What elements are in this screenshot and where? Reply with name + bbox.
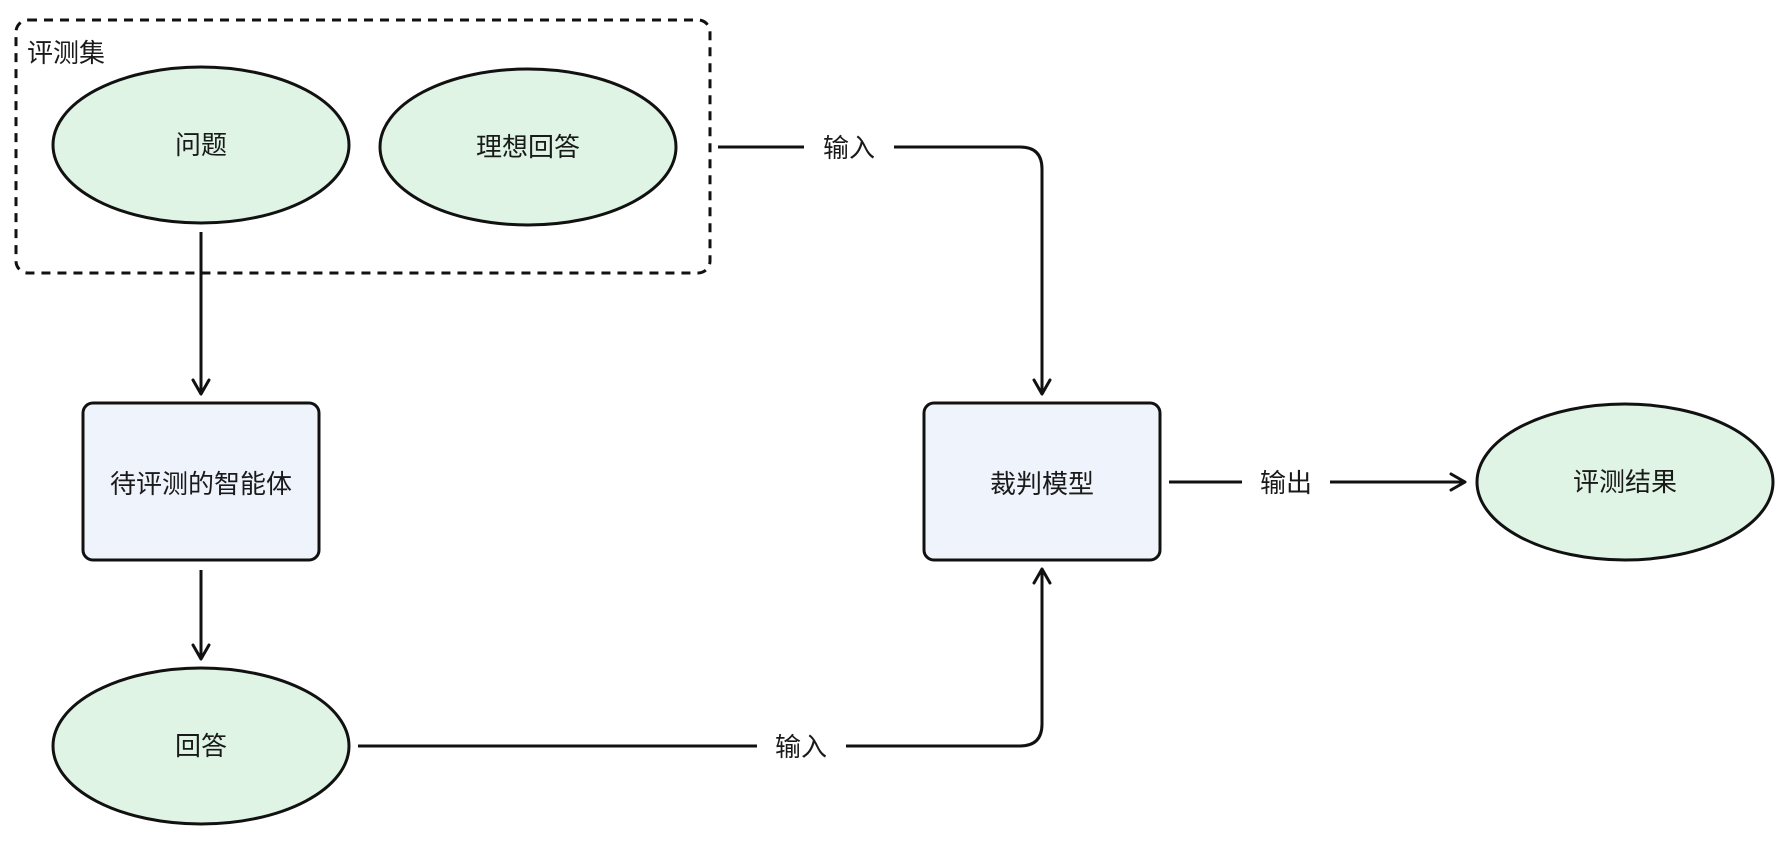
question-label: 问题 <box>175 131 227 161</box>
node-judge: 裁判模型 <box>922 401 1162 562</box>
edge-answer-to-judge: 输入 <box>358 567 1052 763</box>
edge-dataset-to-judge-line-b <box>894 145 1052 396</box>
evaluation-set-border <box>14 18 712 275</box>
result-label: 评测结果 <box>1573 468 1677 498</box>
node-agent: 待评测的智能体 <box>81 401 321 562</box>
node-ideal-answer: 理想回答 <box>378 67 678 227</box>
node-answer: 回答 <box>51 666 351 826</box>
edge-judge-to-result-label: 输出 <box>1260 469 1312 499</box>
agent-label: 待评测的智能体 <box>110 470 292 500</box>
answer-label: 回答 <box>175 732 227 762</box>
result-ellipse <box>1475 402 1775 562</box>
node-result: 评测结果 <box>1475 402 1775 562</box>
edge-answer-to-judge-label: 输入 <box>775 733 827 763</box>
evaluation-set-group: 评测集 <box>14 18 712 275</box>
node-question: 问题 <box>51 65 351 225</box>
ideal-answer-ellipse <box>378 67 678 227</box>
ideal-answer-label: 理想回答 <box>476 133 580 163</box>
edge-dataset-to-judge-label: 输入 <box>823 134 875 164</box>
edge-answer-to-judge-line-b <box>846 567 1052 748</box>
edge-judge-to-result: 输出 <box>1169 469 1467 499</box>
answer-ellipse <box>51 666 351 826</box>
evaluation-set-label: 评测集 <box>27 39 105 69</box>
judge-label: 裁判模型 <box>990 470 1094 500</box>
edge-dataset-to-judge: 输入 <box>718 134 1052 396</box>
question-ellipse <box>51 65 351 225</box>
agent-box <box>81 401 321 562</box>
judge-box <box>922 401 1162 562</box>
